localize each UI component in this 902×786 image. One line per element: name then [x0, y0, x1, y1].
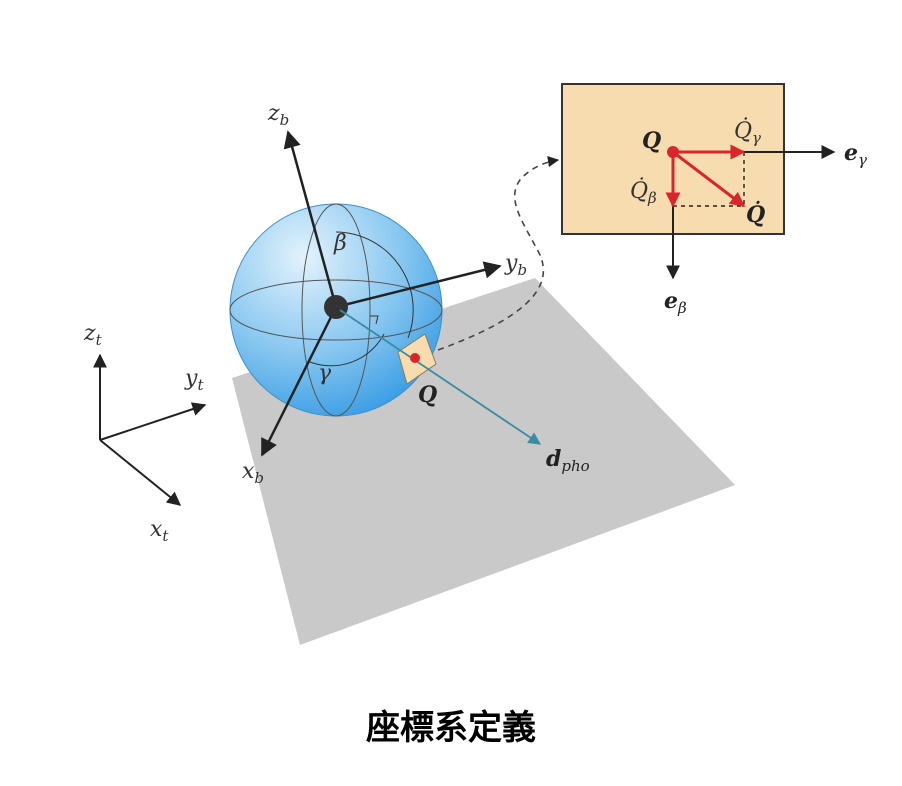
sphere-center [324, 295, 348, 319]
q-dot-label: Q̇ [746, 202, 765, 228]
velocity-inset [561, 83, 836, 280]
inset-q-label: Q [642, 128, 661, 154]
yb-label: yb [504, 251, 527, 279]
zt-label: zt [83, 321, 103, 349]
q-point-label: Q [418, 382, 437, 408]
e-gamma-label: eγ [844, 140, 867, 169]
xb-axis [260, 306, 338, 457]
q-dot-arrow [672, 150, 746, 208]
yt-label: yt [184, 366, 204, 394]
zb-label: zb [267, 101, 289, 129]
inset-q-dot [667, 146, 679, 158]
zb-axis [283, 130, 338, 308]
beta-arc [335, 231, 414, 339]
body-frame-axes [260, 130, 502, 457]
q-point-dot [410, 353, 420, 363]
dashed-connector [437, 156, 560, 351]
small-angle-marker [370, 315, 379, 325]
xb-label: xb [242, 459, 264, 487]
yt-axis [99, 402, 207, 441]
e-beta-label: eβ [664, 288, 687, 317]
d-pho-label: dpho [546, 446, 590, 475]
sphere-equator [229, 279, 443, 341]
gamma-label: γ [318, 361, 332, 386]
q-dot-beta-label: Q̇β [630, 178, 657, 207]
target-frame-axes [93, 353, 207, 506]
yb-axis [335, 261, 502, 309]
q-dot-gamma-label: Q̇γ [734, 118, 761, 147]
d-pho-arrow [339, 309, 542, 445]
xt-axis [99, 439, 182, 506]
sphere-meridian [301, 203, 371, 417]
xt-label: xt [150, 517, 169, 545]
gamma-arc [309, 333, 385, 367]
beta-label: β [333, 231, 347, 256]
figure-caption: 座標系定義 [366, 708, 536, 748]
